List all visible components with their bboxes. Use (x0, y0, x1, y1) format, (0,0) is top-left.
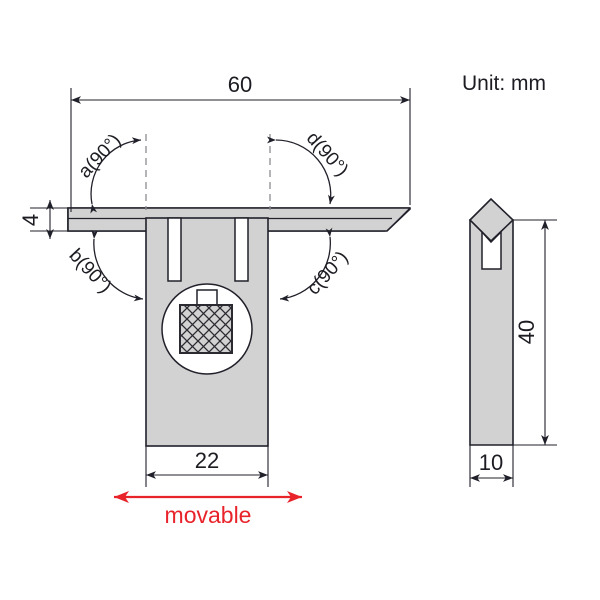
slot-left (167, 217, 182, 282)
dim-label-4: 4 (18, 214, 43, 226)
side-view: 40 10 (468, 197, 557, 487)
dim-label-10: 10 (479, 450, 503, 475)
angle-label-c: c(90°) (303, 247, 353, 299)
plate-chamfer-edge (386, 207, 411, 232)
angle-arc-d (266, 136, 335, 205)
hatched-block (179, 304, 233, 354)
dim-label-22: 22 (195, 448, 219, 473)
angle-label-d: d(90°) (302, 128, 352, 181)
front-view: 60 4 22 movable a(90°) d(90°) b(90°) c(9… (18, 72, 411, 528)
unit-note: Unit: mm (462, 72, 546, 95)
angle-arc-c (279, 227, 333, 302)
slot-right (234, 217, 249, 282)
side-notch-slot (481, 230, 502, 270)
movable-label: movable (165, 502, 252, 528)
angle-arc-a (90, 137, 142, 214)
angle-arc-b (91, 229, 144, 302)
angle-label-a: a(90°) (75, 130, 126, 182)
angle-label-b: b(90°) (65, 245, 116, 297)
dim-label-40: 40 (514, 320, 539, 344)
dim-label-60: 60 (228, 72, 252, 97)
